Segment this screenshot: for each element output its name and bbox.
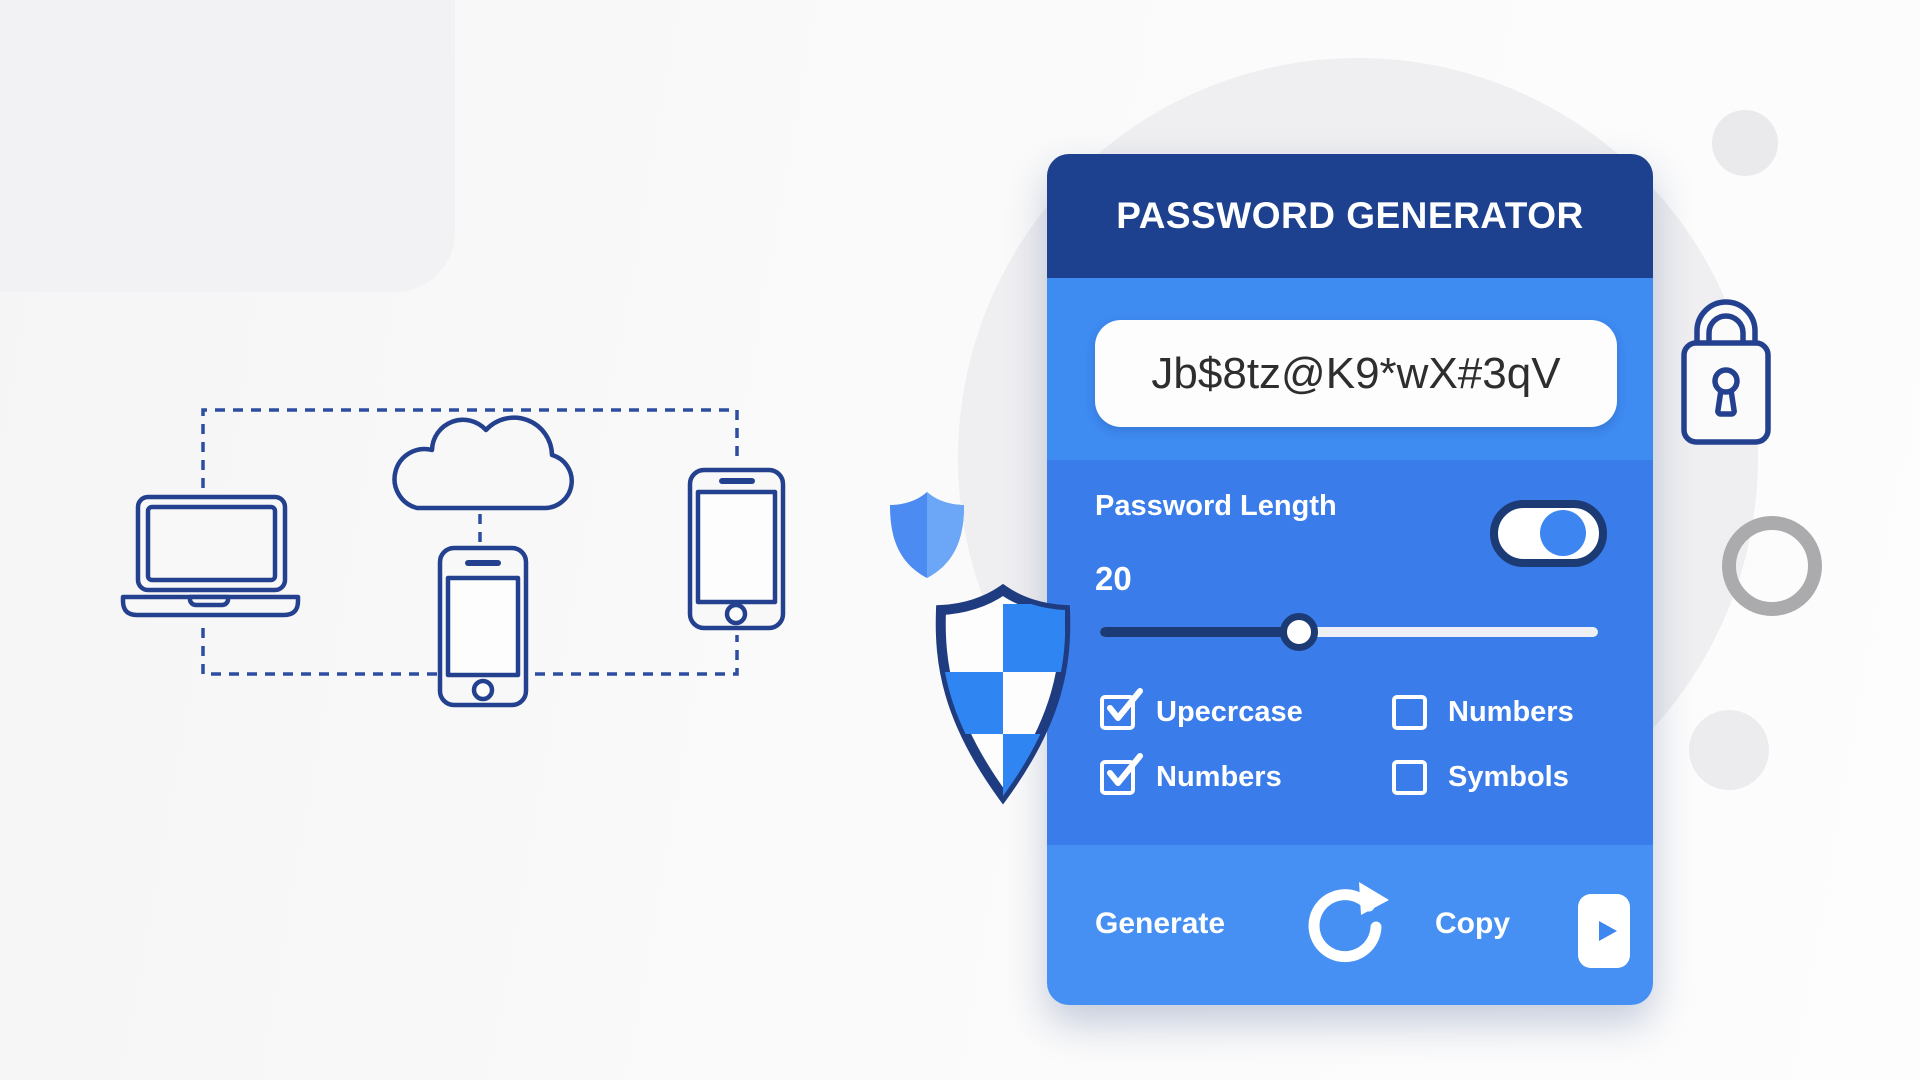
option-numbers-left[interactable]: Numbers (1100, 753, 1282, 795)
shield-checker-icon (935, 583, 1071, 805)
option-label: Numbers (1156, 761, 1282, 793)
slider-handle[interactable] (1280, 613, 1319, 651)
toggle-knob[interactable] (1540, 510, 1586, 556)
corner-gray-panel (0, 0, 455, 292)
password-generator-card: PASSWORD GENERATOR Password Length 20 Up… (1047, 154, 1653, 1005)
decor-dot-bottom (1689, 710, 1769, 790)
card-header: PASSWORD GENERATOR (1047, 154, 1653, 278)
shield-small-icon (890, 492, 964, 578)
options-section: Password Length 20 Upecrcase Nu (1047, 460, 1653, 845)
checkbox-icon[interactable] (1392, 760, 1427, 795)
option-label: Upecrcase (1156, 696, 1303, 728)
card-footer: Generate Copy (1047, 845, 1653, 1005)
padlock-icon (1681, 299, 1771, 445)
device-sync-illustration (120, 408, 786, 708)
password-field[interactable] (1095, 320, 1617, 427)
password-length-label: Password Length (1095, 490, 1337, 522)
password-length-value: 20 (1095, 560, 1132, 597)
checkbox-icon[interactable] (1392, 695, 1427, 730)
card-title: PASSWORD GENERATOR (1116, 195, 1584, 236)
cloud-icon (392, 415, 574, 511)
option-symbols[interactable]: Symbols (1392, 760, 1569, 795)
length-toggle[interactable] (1490, 500, 1607, 567)
generate-button[interactable]: Generate (1095, 907, 1226, 940)
length-slider[interactable] (1100, 613, 1598, 651)
security-shields (890, 492, 1071, 805)
decor-ring (1722, 516, 1822, 616)
option-upecrcase[interactable]: Upecrcase (1100, 688, 1303, 730)
smartphone-center-icon (437, 545, 529, 708)
password-section (1047, 278, 1653, 460)
slider-track[interactable] (1100, 627, 1598, 637)
refresh-icon[interactable] (1299, 879, 1395, 975)
decor-dot-top (1712, 110, 1778, 176)
option-label: Numbers (1448, 696, 1574, 728)
smartphone-right-icon (687, 467, 786, 631)
option-label: Symbols (1448, 761, 1569, 793)
copy-icon[interactable] (1578, 894, 1630, 968)
checkbox-icon[interactable] (1100, 688, 1143, 730)
option-numbers-right[interactable]: Numbers (1392, 695, 1574, 730)
laptop-icon (120, 494, 301, 618)
slider-fill (1100, 627, 1300, 637)
copy-button[interactable]: Copy (1435, 907, 1510, 940)
checkbox-icon[interactable] (1100, 753, 1143, 795)
